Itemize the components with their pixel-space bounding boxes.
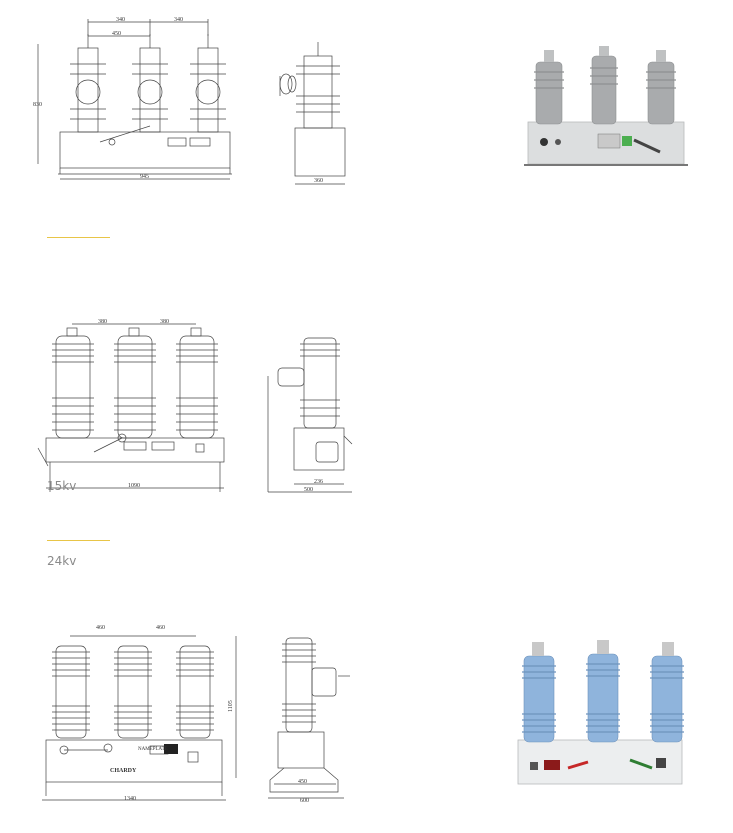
- dim-label: 1105: [228, 700, 234, 712]
- dim-label: 450: [298, 779, 307, 785]
- product-photo-blue: [512, 636, 692, 794]
- drawing-front-3: 460 460 1340 1105 NAMEPLATE CHARDY: [40, 620, 245, 806]
- drawing-side-3: 450 600: [264, 624, 354, 804]
- drawing-side-1: 360: [270, 36, 355, 188]
- dim-label: 380: [98, 319, 107, 325]
- dim-label: 380: [160, 319, 169, 325]
- dim-label: 600: [300, 798, 309, 804]
- accent-rule: [47, 237, 110, 238]
- nameplate-label: NAMEPLATE: [138, 747, 168, 752]
- dim-label: 830: [33, 102, 42, 108]
- voltage-label-24kv: 24kv: [47, 554, 77, 568]
- dim-label: 1340: [124, 796, 136, 802]
- dim-label: 500: [304, 487, 313, 493]
- drawing-side-2: 236 500: [264, 320, 356, 496]
- drawing-front-1: 340 340 450 945 830: [30, 14, 240, 184]
- product-photo-grey: [522, 42, 690, 172]
- dim-label: 1090: [128, 483, 140, 489]
- drawing-front-2: 380 380 1090: [36, 318, 228, 494]
- accent-rule: [47, 540, 110, 541]
- voltage-label-15kv: 15kv: [47, 479, 77, 493]
- dim-label: 340: [116, 17, 125, 23]
- brand-label: CHARDY: [110, 768, 137, 774]
- dim-label: 945: [140, 174, 149, 180]
- dim-label: 340: [174, 17, 183, 23]
- dim-label: 236: [314, 479, 323, 485]
- dim-label: 460: [156, 625, 165, 631]
- dim-label: 450: [112, 31, 121, 37]
- dim-label: 460: [96, 625, 105, 631]
- dim-label: 360: [314, 178, 323, 184]
